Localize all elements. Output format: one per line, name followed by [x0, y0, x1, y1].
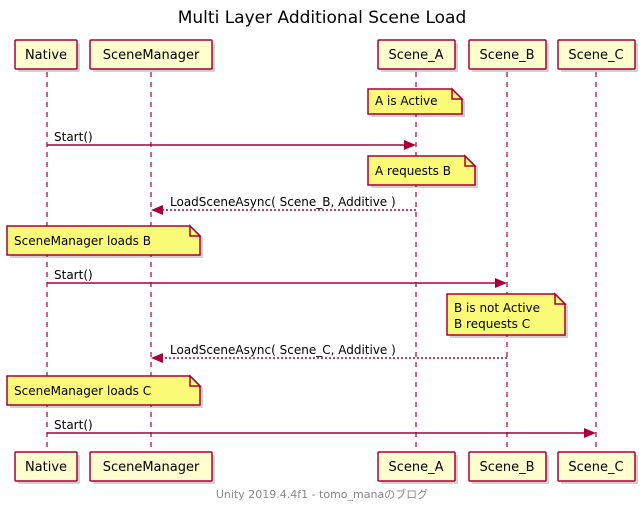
- arrowhead-right: [495, 278, 507, 288]
- participant-label-scenemanager: SceneManager: [103, 460, 200, 475]
- participant-box-native-bottom[interactable]: Native: [14, 451, 80, 484]
- note-scenemanager-loads-b: SceneManager loads B: [6, 224, 203, 258]
- participant-rect: [89, 451, 213, 482]
- message-label-start-2: Start(): [54, 268, 93, 282]
- participant-box-scenemanager-top[interactable]: SceneManager: [89, 39, 215, 72]
- message-label-loadsceneasync-b: LoadSceneAsync( Scene_B, Additive ): [170, 195, 396, 209]
- participant-rect: [14, 39, 78, 70]
- note-fold-corner: [554, 292, 567, 305]
- message-loadsceneasync-scene-b: LoadSceneAsync( Scene_B, Additive ): [151, 195, 416, 215]
- message-start-native-to-scene-c: Start(): [47, 418, 596, 438]
- participant-rect: [89, 39, 213, 70]
- note-rect: [6, 375, 201, 406]
- participant-label-native: Native: [25, 48, 67, 63]
- participant-box-scene-c-bottom[interactable]: Scene_C: [557, 451, 638, 484]
- note-a-is-active: A is Active: [367, 87, 465, 117]
- participant-box-scene-b-bottom[interactable]: Scene_B: [468, 451, 549, 484]
- note-rect: [6, 225, 201, 256]
- message-start-native-to-scene-b: Start(): [47, 268, 507, 288]
- participant-rect: [14, 451, 78, 482]
- note-rect: [446, 293, 566, 336]
- participant-header-row: Native SceneManager Scene_A Scene_B Scen…: [14, 39, 638, 72]
- note-text-line: SceneManager loads C: [14, 384, 151, 398]
- message-start-native-to-scene-a: Start(): [47, 130, 416, 150]
- arrowhead-left: [151, 205, 163, 215]
- note-fold-corner: [451, 87, 464, 100]
- participant-label-scene-c: Scene_C: [568, 460, 623, 475]
- lifelines-group: [46, 72, 597, 452]
- participant-label-scene-c: Scene_C: [568, 48, 623, 63]
- participant-box-scene-a-bottom[interactable]: Scene_A: [377, 451, 458, 484]
- message-label-loadsceneasync-c: LoadSceneAsync( Scene_C, Additive ): [170, 343, 396, 357]
- message-label-start-3: Start(): [54, 418, 93, 432]
- note-text-line: A is Active: [375, 94, 438, 108]
- participant-label-scenemanager: SceneManager: [103, 48, 200, 63]
- note-text-line: SceneManager loads B: [14, 234, 151, 248]
- note-text-line: B is not Active: [454, 301, 540, 315]
- participant-box-native-top[interactable]: Native: [14, 39, 80, 72]
- diagram-title: Multi Layer Additional Scene Load: [178, 8, 467, 28]
- participant-rect: [468, 39, 547, 70]
- diagram-footer: Unity 2019.4.4f1 - tomo_manaのブログ: [216, 487, 428, 501]
- message-loadsceneasync-scene-c: LoadSceneAsync( Scene_C, Additive ): [151, 343, 507, 363]
- participant-box-scene-c-top[interactable]: Scene_C: [557, 39, 638, 72]
- participant-footer-row: Native SceneManager Scene_A Scene_B Scen…: [14, 451, 638, 484]
- participant-box-scene-a-top[interactable]: Scene_A: [377, 39, 458, 72]
- note-fold-corner: [189, 374, 202, 387]
- note-text-line: A requests B: [375, 164, 451, 178]
- participant-label-scene-a: Scene_A: [388, 460, 443, 475]
- participant-box-scene-b-top[interactable]: Scene_B: [468, 39, 549, 72]
- message-label-start-1: Start(): [54, 130, 93, 144]
- participant-label-native: Native: [25, 460, 67, 475]
- arrowhead-right: [584, 428, 596, 438]
- participant-rect: [557, 39, 636, 70]
- participant-rect: [377, 39, 456, 70]
- participant-label-scene-b: Scene_B: [479, 48, 534, 63]
- participant-box-scenemanager-bottom[interactable]: SceneManager: [89, 451, 215, 484]
- note-a-requests-b: A requests B: [367, 154, 478, 188]
- note-text-line: B requests C: [454, 317, 530, 331]
- participant-rect: [377, 451, 456, 482]
- note-b-not-active-requests-c: B is not Active B requests C: [446, 292, 568, 338]
- note-fold-corner: [464, 154, 477, 167]
- participant-rect: [557, 451, 636, 482]
- arrowhead-left: [151, 353, 163, 363]
- participant-label-scene-b: Scene_B: [479, 460, 534, 475]
- participant-label-scene-a: Scene_A: [388, 48, 443, 63]
- note-rect: [367, 155, 476, 186]
- participant-rect: [468, 451, 547, 482]
- note-fold-corner: [189, 224, 202, 237]
- note-rect: [367, 88, 463, 115]
- arrowhead-right: [404, 140, 416, 150]
- note-scenemanager-loads-c: SceneManager loads C: [6, 374, 203, 408]
